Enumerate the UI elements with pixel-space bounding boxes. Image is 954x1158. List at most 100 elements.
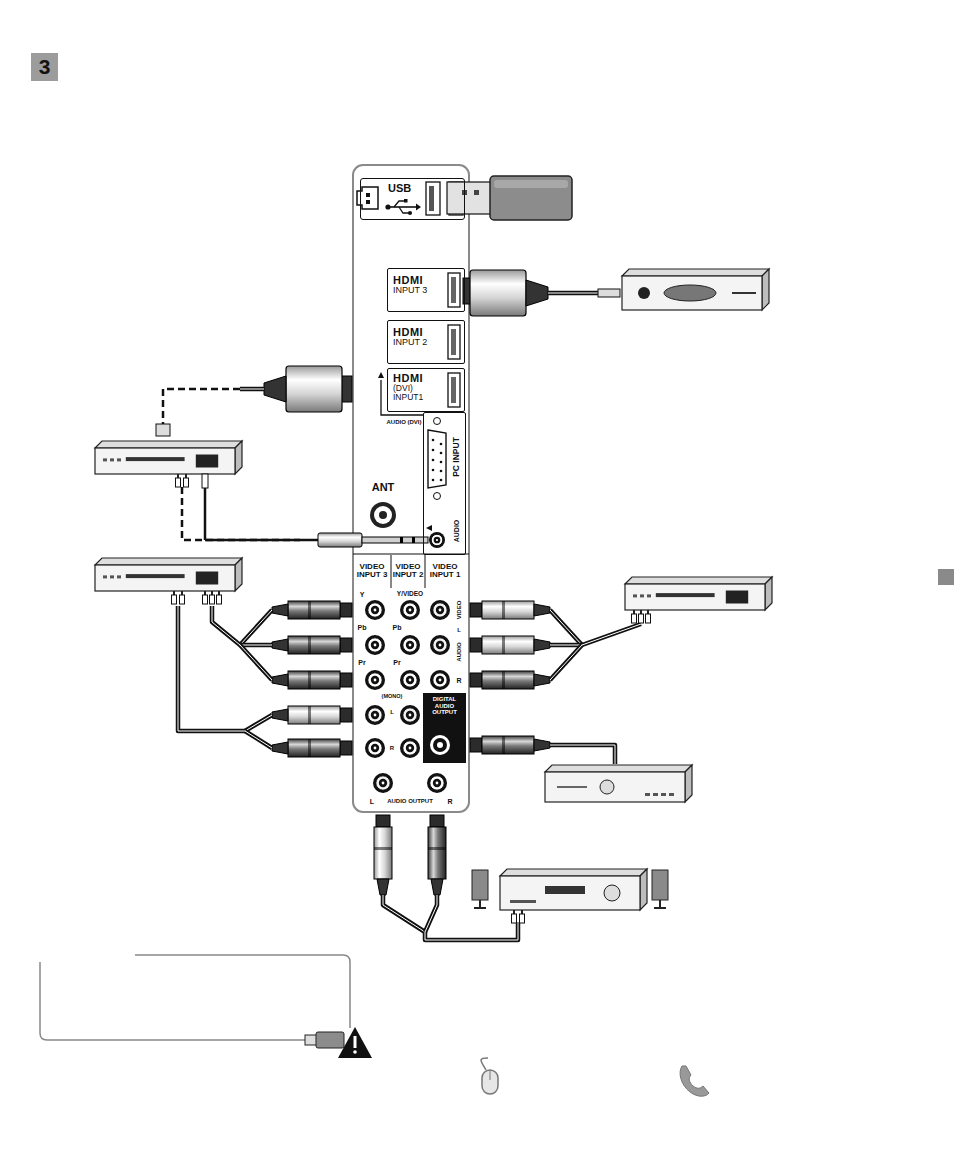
small-plug-body	[180, 595, 185, 604]
speaker-stand	[659, 900, 661, 908]
small-plug-tip	[211, 591, 213, 595]
cable-outer	[425, 922, 518, 940]
strain-relief	[272, 709, 288, 721]
small-plug	[217, 591, 222, 604]
plug-ring	[502, 636, 505, 654]
cable-outer	[240, 643, 272, 648]
vga-port	[428, 430, 446, 488]
device-front	[545, 772, 685, 802]
button	[103, 575, 107, 578]
small-plug-tip	[513, 910, 515, 914]
jack-outer	[365, 738, 385, 758]
plug-body	[288, 601, 340, 619]
jack-pin	[374, 714, 377, 717]
hdmi-slot	[448, 325, 460, 359]
rca-plug	[374, 815, 392, 895]
usb-trident-head	[416, 204, 421, 211]
jack-outer	[365, 635, 385, 655]
small-plug-tip	[181, 591, 183, 595]
rca-jack	[430, 600, 450, 620]
mouse-button-split	[490, 1070, 491, 1080]
plug-ring	[308, 636, 311, 654]
button	[117, 575, 121, 578]
rca-plug	[272, 601, 352, 619]
jack-outer	[427, 773, 447, 793]
hdmi-port-box: HDMI(DVI) INPUT1	[387, 368, 465, 412]
small-plug-tip	[640, 610, 642, 614]
dashed-cable	[182, 487, 300, 540]
port-label: AUDIO (DVI)	[387, 419, 422, 425]
volume-knob	[600, 780, 614, 794]
jack-pin	[409, 679, 412, 682]
plug-collar	[470, 638, 482, 652]
cable	[163, 389, 240, 424]
jack-ring	[368, 708, 382, 722]
cable-inner	[240, 645, 272, 646]
jack-ring	[403, 638, 417, 652]
jack-center	[379, 779, 387, 787]
signal-name: Y/VIDEO	[397, 591, 423, 598]
usb-trident-base	[385, 204, 390, 209]
cable-inner	[550, 645, 582, 646]
signal-name: VIDEO	[456, 601, 462, 620]
speaker-foot	[474, 907, 486, 909]
jack-pin	[439, 609, 442, 612]
cable	[240, 610, 272, 645]
mini-plug-tip	[362, 537, 428, 543]
jack-outer	[400, 635, 420, 655]
signal-name: Pr	[393, 659, 400, 666]
cable	[240, 389, 264, 390]
hdmi-strain-relief	[526, 280, 548, 306]
vga-pin	[432, 459, 435, 462]
cable-inner	[383, 895, 425, 932]
jack-pin	[374, 747, 377, 750]
disc-slot	[656, 593, 715, 597]
cable	[550, 645, 582, 646]
jack-outer	[373, 773, 393, 793]
small-plug	[632, 610, 637, 623]
mini-plug-sleeve	[318, 533, 362, 547]
rca-jack	[400, 705, 420, 725]
rca-jack	[400, 600, 420, 620]
jack-center	[433, 779, 441, 787]
plug-body	[288, 636, 340, 654]
signal-name: R	[447, 798, 452, 805]
rca-plug	[272, 671, 352, 689]
jack-pin	[439, 679, 442, 682]
mini-plug-band	[412, 537, 415, 543]
rca-plug	[428, 815, 446, 895]
rca-jack	[400, 635, 420, 655]
device-side	[762, 269, 769, 310]
strain-relief	[534, 674, 550, 686]
mini-plug-body	[202, 474, 208, 488]
vga-pin	[432, 449, 435, 452]
device-front	[500, 876, 640, 910]
jack-center	[436, 606, 444, 614]
small-plug-body	[217, 595, 222, 604]
port-label: AUDIO OUTPUT	[387, 798, 433, 804]
dashed-cable	[163, 389, 240, 424]
rca-jack	[430, 635, 450, 655]
cable	[245, 715, 272, 731]
jack-outer	[430, 635, 450, 655]
warning-triangle	[338, 1027, 372, 1058]
vga-screw	[434, 493, 441, 500]
cable-line	[205, 539, 318, 542]
cable-inner	[425, 922, 518, 940]
cable-outer	[550, 745, 615, 764]
strain-relief	[272, 639, 288, 651]
rca-jack	[373, 773, 393, 793]
cable-outer	[550, 643, 582, 648]
jack-pin	[436, 782, 439, 785]
ant-outer	[370, 502, 396, 528]
digital-jack-outer	[430, 735, 450, 755]
cable	[425, 895, 437, 932]
disc-slot	[126, 457, 185, 461]
digital-audio-output-box: DIGITAL AUDIO OUTPUT	[423, 693, 466, 763]
cable-outer	[550, 610, 582, 645]
jack-ring	[368, 741, 382, 755]
usb-drive-shade	[494, 180, 568, 188]
jack-center	[406, 744, 414, 752]
set-top-box	[622, 269, 769, 310]
cable-outer	[425, 895, 437, 932]
